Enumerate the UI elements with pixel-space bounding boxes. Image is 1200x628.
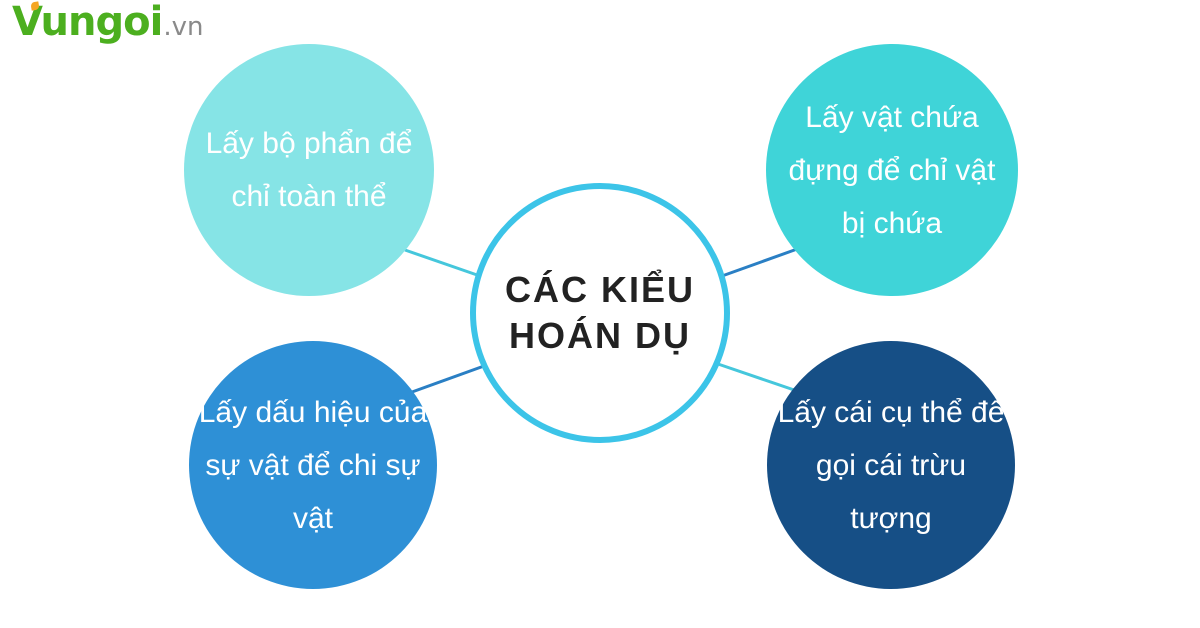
connector-bottom-right [717,362,801,394]
node-bottom-left: Lấy dấu hiệu của sự vật để chi sự vật [189,341,437,589]
brand-logo[interactable]: Vungoi.vn [12,1,204,42]
connector-bottom-left [411,364,485,394]
connector-top-right [721,246,801,278]
node-bottom-right-label: Lấy cái cụ thể để gọi cái trừu tượng [777,395,1005,535]
node-top-right: Lấy vật chứa đựng để chỉ vật bị chứa [766,44,1018,296]
connector-top-left [404,248,481,278]
center-node: CÁC KIỂU HOÁN DỤ [470,183,730,443]
node-bottom-right: Lấy cái cụ thể để gọi cái trừu tượng [767,341,1015,589]
center-node-label: CÁC KIỂU HOÁN DỤ [504,269,695,356]
node-top-right-label: Lấy vật chứa đựng để chỉ vật bị chứa [788,100,996,240]
node-top-left-label: Lấy bộ phẩn để chỉ toàn thể [205,127,413,213]
logo-domain-suffix: .vn [163,12,204,42]
node-bottom-left-label: Lấy dấu hiệu của sự vật để chi sự vật [198,395,428,535]
node-top-left: Lấy bộ phẩn để chỉ toàn thể [184,44,434,296]
